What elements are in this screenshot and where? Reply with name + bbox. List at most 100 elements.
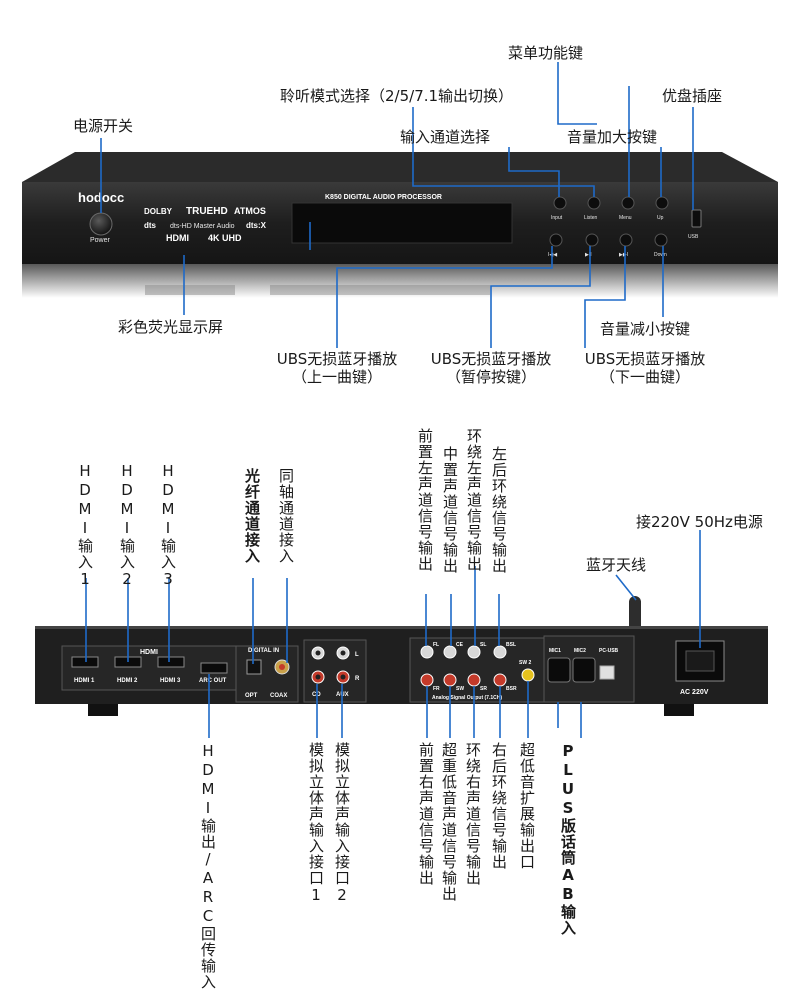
next-button-text: ▶▶I bbox=[619, 252, 628, 258]
sr-text: SR bbox=[480, 686, 487, 692]
dts-logo: dts bbox=[144, 221, 157, 230]
input-button[interactable] bbox=[553, 196, 567, 210]
bsr-jack[interactable] bbox=[493, 673, 507, 687]
rear-leader-lines bbox=[85, 530, 701, 738]
sw-jack[interactable] bbox=[443, 673, 457, 687]
usb-socket-label: 优盘插座 bbox=[662, 87, 723, 105]
mic2-text: MIC2 bbox=[574, 648, 586, 654]
listen-button-text: Listen bbox=[584, 215, 598, 221]
mic1-jack[interactable] bbox=[547, 657, 571, 683]
hdmi2-port-text: HDMI 2 bbox=[117, 678, 138, 684]
vfd-display bbox=[291, 202, 513, 244]
mic2-jack[interactable] bbox=[572, 657, 596, 683]
up-button-text: Up bbox=[657, 215, 664, 221]
input-button-text: Input bbox=[551, 215, 563, 221]
optical-input-label: 光纤通道接入 bbox=[243, 468, 261, 564]
pause-button[interactable] bbox=[585, 233, 599, 247]
usb-port[interactable] bbox=[691, 209, 702, 228]
optical-port[interactable] bbox=[246, 659, 262, 675]
fr-text: FR bbox=[433, 686, 440, 692]
sl-text: SL bbox=[480, 642, 486, 648]
dts-hd-logo: dts-HD Master Audio bbox=[170, 223, 235, 230]
r-text: R bbox=[355, 676, 360, 682]
mic-input-label: PLUS版话筒AB输入 bbox=[559, 742, 577, 936]
input-select-label: 输入通道选择 bbox=[400, 128, 491, 146]
sw-text: SW bbox=[456, 686, 464, 692]
atmos-logo: ATMOS bbox=[234, 206, 266, 216]
hdmi-input2-label: HDMI输入2 bbox=[118, 462, 136, 589]
front-left-output-label: 前置左声道信号输出 bbox=[416, 428, 434, 572]
coax-text: COAX bbox=[270, 693, 287, 699]
menu-button[interactable] bbox=[621, 196, 635, 210]
ce-text: CE bbox=[456, 642, 464, 648]
surround-right-output-label: 环绕右声道信号输出 bbox=[464, 742, 482, 886]
mic1-text: MIC1 bbox=[549, 648, 561, 654]
digital-in-text: DIGITAL IN bbox=[248, 648, 279, 654]
pause-label: UBS无损蓝牙播放 （暂停按键） bbox=[406, 350, 576, 386]
prev-track-label-line1: UBS无损蓝牙播放 bbox=[276, 350, 398, 368]
usb-port-text: USB bbox=[688, 234, 699, 240]
back-right-output-label: 右后环绕信号输出 bbox=[490, 742, 508, 870]
analog-input2-label: 模拟立体声输入接口2 bbox=[333, 742, 351, 905]
hdmi1-port[interactable] bbox=[71, 656, 99, 668]
hdmi-input1-label: HDMI输入1 bbox=[76, 462, 94, 589]
hdmi-group-text: HDMI bbox=[140, 649, 158, 656]
analog-output-text: Analog Signal Output (7.1CH) bbox=[432, 695, 502, 701]
pc-usb-text: PC-USB bbox=[599, 648, 619, 654]
surround-left-output-label: 环绕左声道信号输出 bbox=[465, 428, 483, 572]
subwoofer-extension-label: 超低音扩展输出口 bbox=[518, 742, 536, 870]
listen-mode-label: 聆听模式选择（2/5/7.1输出切换） bbox=[280, 87, 514, 105]
pause-label-line1: UBS无损蓝牙播放 bbox=[430, 350, 552, 368]
sr-jack[interactable] bbox=[467, 673, 481, 687]
hdmi3-port-text: HDMI 3 bbox=[160, 678, 181, 684]
fl-jack[interactable] bbox=[420, 645, 434, 659]
power-knob[interactable] bbox=[89, 212, 113, 236]
pause-label-line2: （暂停按键） bbox=[445, 368, 536, 386]
front-buttons-top: Input Listen Menu Up bbox=[551, 196, 669, 221]
dolby-logo: DOLBY bbox=[144, 207, 173, 216]
l-text: L bbox=[355, 652, 359, 658]
front-right-output-label: 前置右声道信号输出 bbox=[417, 742, 435, 886]
power-switch-label: 电源开关 bbox=[73, 117, 134, 135]
sl-jack[interactable] bbox=[467, 645, 481, 659]
prev-track-label-line2: （上一曲键） bbox=[291, 368, 382, 386]
model-text: K850 DIGITAL AUDIO PROCESSOR bbox=[325, 194, 442, 201]
display-label: 彩色荧光显示屏 bbox=[118, 318, 224, 336]
truehd-logo: TRUEHD bbox=[186, 206, 228, 217]
front-panel: hodocc Power DOLBY TRUEHD ATMOS dts dts-… bbox=[22, 152, 778, 298]
down-button[interactable] bbox=[654, 233, 668, 247]
subwoofer-output-label: 超重低音声道信号输出 bbox=[440, 742, 458, 902]
menu-key-label: 菜单功能键 bbox=[508, 44, 584, 62]
fr-jack[interactable] bbox=[420, 673, 434, 687]
next-track-label-line2: （下一曲键） bbox=[599, 368, 690, 386]
bsl-jack[interactable] bbox=[493, 645, 507, 659]
down-button-text: Down bbox=[654, 252, 667, 258]
dtsx-logo: dts:X bbox=[246, 221, 267, 230]
ac-text: AC 220V bbox=[680, 689, 709, 696]
arc-port[interactable] bbox=[200, 662, 228, 674]
coax-input-label: 同轴通道接入 bbox=[277, 468, 295, 564]
rear-panel: HDMI HDMI 1 HDMI 2 HDMI 3 ARC OUT DIGITA… bbox=[35, 596, 768, 716]
volume-down-label: 音量减小按键 bbox=[600, 320, 691, 338]
hdmi-arc-output-label: HDMI输出/ARC回传输入 bbox=[199, 742, 217, 990]
hdmi-input3-label: HDMI输入3 bbox=[159, 462, 177, 589]
prev-button[interactable] bbox=[549, 233, 563, 247]
front-leader-lines bbox=[100, 62, 694, 348]
opt-text: OPT bbox=[245, 693, 258, 699]
up-button[interactable] bbox=[655, 196, 669, 210]
sw2-jack[interactable] bbox=[521, 668, 535, 682]
prev-track-label: UBS无损蓝牙播放 （上一曲键） bbox=[252, 350, 422, 386]
analog-input1-label: 模拟立体声输入接口1 bbox=[307, 742, 325, 905]
bluetooth-antenna-label: 蓝牙天线 bbox=[586, 556, 647, 574]
pc-usb-port[interactable] bbox=[599, 665, 615, 680]
sw2-text: SW 2 bbox=[519, 660, 531, 666]
next-button[interactable] bbox=[619, 233, 633, 247]
menu-button-text: Menu bbox=[619, 215, 632, 221]
power-input-label: 接220V 50Hz电源 bbox=[636, 513, 763, 531]
volume-up-label: 音量加大按键 bbox=[567, 128, 658, 146]
ce-jack[interactable] bbox=[443, 645, 457, 659]
hdmi3-port[interactable] bbox=[157, 656, 185, 668]
pause-button-text: ▶II bbox=[585, 252, 592, 258]
listen-button[interactable] bbox=[587, 196, 601, 210]
next-track-label: UBS无损蓝牙播放 （下一曲键） bbox=[560, 350, 730, 386]
